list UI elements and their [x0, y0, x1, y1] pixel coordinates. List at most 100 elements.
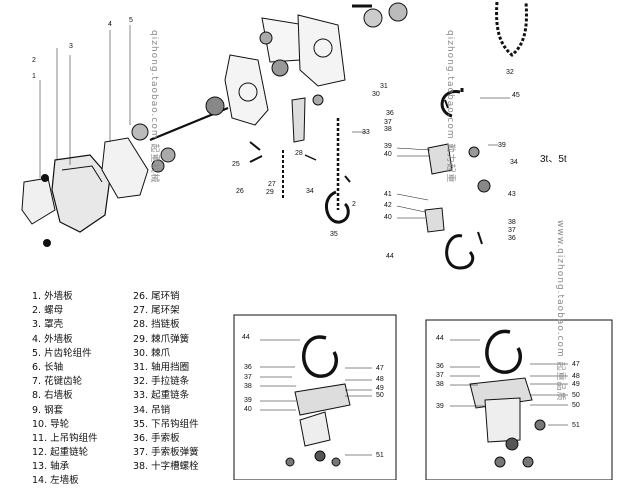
legend-entry: 26. 尾环销 [133, 291, 180, 302]
legend-entry: 37. 手索板弹簧 [133, 447, 199, 459]
part-upper-bracket [427, 143, 453, 175]
callout-3: 3 [69, 43, 73, 50]
callout-33: 33 [362, 129, 370, 136]
part-pawl [312, 94, 324, 106]
part-guide-wheel [259, 31, 273, 45]
part-lower-bracket [424, 207, 445, 233]
legend-entry: 9. 钢套 [32, 404, 64, 416]
legend-entry: 3. 罩壳 [32, 319, 64, 331]
part-gear-7b [151, 159, 165, 173]
inset-right-39: 39 [436, 403, 444, 410]
inset-right-hook [485, 329, 523, 374]
part-disk-2 [388, 2, 408, 22]
part-sprocket [271, 59, 289, 77]
inset-left-51: 51 [376, 452, 384, 459]
inset-left-40: 40 [244, 406, 252, 413]
callout-30: 30 [372, 91, 380, 98]
legend-entry: 7. 花键齿轮 [32, 376, 83, 388]
legend-entry: 6. 长轴 [32, 361, 64, 373]
inset-right-47: 47 [572, 361, 580, 368]
inset-right-38: 38 [436, 381, 444, 388]
part-lower-hook [325, 190, 350, 224]
legend-entry: 1. 外墙板 [32, 291, 73, 302]
legend-entry: 32. 手拉链条 [133, 376, 190, 388]
part-spline-gear [205, 96, 225, 116]
part-nut-2 [43, 239, 51, 247]
legend-entry: 12. 起重链轮 [32, 447, 89, 459]
callout-27: 27 [268, 181, 276, 188]
part-housing [51, 154, 111, 233]
callout-42: 42 [384, 202, 392, 209]
callout-39b: 39 [498, 142, 506, 149]
callout-26: 26 [236, 188, 244, 195]
part-gear-7 [160, 147, 176, 163]
legend-entry: 13. 轴承 [32, 461, 70, 473]
callout-1: 1 [32, 73, 36, 80]
callout-41: 41 [384, 191, 392, 198]
inset-right-51: 51 [572, 422, 580, 429]
legend-entry: 33. 起重链条 [133, 390, 190, 402]
callout-25: 25 [232, 161, 240, 168]
inset-left-37: 37 [244, 374, 252, 381]
watermark-lower: www.qizhong.taobao.com 起重品质 [555, 220, 565, 402]
legend-entry: 8. 右墙板 [32, 390, 73, 402]
part-upper-hook [440, 88, 464, 118]
callout-40b: 40 [384, 214, 392, 221]
inset-right-37: 37 [436, 372, 444, 379]
inset-left-47: 47 [376, 365, 384, 372]
inset-left-49: 49 [376, 385, 384, 392]
legend-entry: 31. 轴用挡圈 [133, 361, 190, 373]
part-gear-5 [131, 123, 149, 141]
legend-entry: 35. 下吊钩组件 [133, 418, 199, 430]
inset-right-48: 48 [572, 373, 580, 380]
callout-34: 34 [306, 188, 314, 195]
inset-left-hook [302, 335, 339, 378]
part-hand-chain [495, 1, 528, 57]
inset-right-49: 49 [572, 381, 580, 388]
callout-32: 32 [506, 69, 514, 76]
part-chain-guide [291, 97, 306, 143]
inset-left-36: 36 [244, 364, 252, 371]
legend-entry: 4. 外墙板 [32, 333, 73, 345]
part-right-plate [224, 54, 269, 126]
capacity-rating-label: 3t、5t [540, 154, 567, 165]
callout-35: 35 [330, 231, 338, 238]
callout-31: 31 [380, 83, 388, 90]
callout-36: 36 [386, 110, 394, 117]
part-nut [41, 174, 49, 182]
part-cover-plate [21, 177, 56, 225]
callout-37b: 37 [508, 227, 516, 234]
part-side-plate [101, 137, 149, 199]
legend-entry: 28. 挡链板 [133, 319, 180, 331]
legend-entry: 38. 十字槽螺栓 [133, 461, 199, 473]
inset-left-39: 39 [244, 397, 252, 404]
inset-left-48: 48 [376, 376, 384, 383]
callout-36b: 36 [508, 235, 516, 242]
legend-entry: 34. 吊销 [133, 404, 171, 416]
inset-right-44: 44 [436, 335, 444, 342]
part-bottom-hook [445, 234, 475, 270]
callout-29: 29 [266, 189, 274, 196]
part-disk-1 [363, 8, 383, 28]
inset-right-57: 50 [572, 402, 580, 409]
callout-40: 40 [384, 151, 392, 158]
legend-entry: 30. 棘爪 [133, 347, 171, 359]
callout-45: 45 [512, 92, 520, 99]
watermark-upper: qizhong.taobao.com 起重机械 [149, 30, 159, 184]
callout-37: 37 [384, 119, 392, 126]
callout-4: 4 [108, 21, 112, 28]
callout-34b: 34 [510, 159, 518, 166]
legend-entry: 36. 手索板 [133, 432, 180, 444]
inset-right-36: 36 [436, 363, 444, 370]
callout-2b: 2 [352, 201, 356, 208]
legend-entry: 14. 左墙板 [32, 475, 79, 487]
inset-left-50: 50 [376, 392, 384, 399]
callout-44: 44 [386, 253, 394, 260]
legend-entry: 29. 棘爪弹簧 [133, 333, 190, 345]
inset-left-frame [233, 314, 397, 480]
callout-28: 28 [295, 150, 303, 157]
callout-39: 39 [384, 143, 392, 150]
